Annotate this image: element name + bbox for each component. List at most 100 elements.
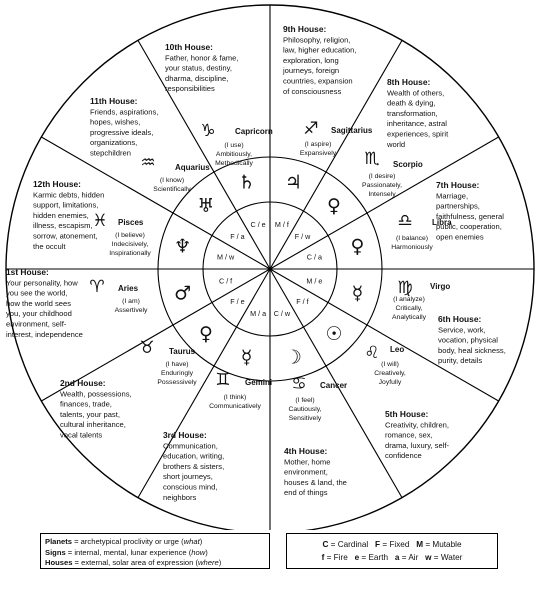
planet-sagittarius-icon: ♃ <box>285 172 302 194</box>
capricorn-glyph-icon: ♑ <box>200 121 215 141</box>
legend-key: w <box>425 553 432 562</box>
sign-quality: Harmoniously <box>391 244 433 251</box>
mode-element-taurus: F / e <box>230 297 244 306</box>
house-7: 7th House:Marriage,partnerships,faithful… <box>436 180 504 242</box>
sign-quality: Intensely <box>368 191 396 198</box>
legend-text: = internal, mental, lunar experience ( <box>65 547 192 557</box>
legend-em: where <box>198 558 219 567</box>
house-description-line: environment, self- <box>6 320 67 329</box>
mode-element-gemini: M / a <box>250 309 266 318</box>
house-11: 11th House:Friends, aspirations,hopes, w… <box>90 96 158 158</box>
sign-cancer: ♋Cancer(I feel)Cautiously,Sensitively <box>288 374 347 422</box>
sign-quality: Indecisively, <box>112 241 149 248</box>
house-description-line: finances, trade, <box>60 400 112 409</box>
house-description-line: death & dying, <box>387 99 436 108</box>
libra-glyph-icon: ♎ <box>397 211 412 231</box>
legend-value: = Fixed <box>380 540 410 549</box>
house-divider-line <box>269 136 499 270</box>
house-description-line: the occult <box>33 242 66 251</box>
house-divider-line <box>269 268 499 402</box>
sign-quality: Enduringly <box>161 370 194 377</box>
legend-row-planets: Planets = archetypical proclivity or urg… <box>45 537 265 548</box>
house-title: 12th House: <box>33 179 81 189</box>
wheel-structure <box>5 4 535 530</box>
mode-element-cancer: C / w <box>274 309 291 318</box>
house-description-line: organizations, <box>90 138 137 147</box>
sign-motto: (I am) <box>122 298 140 305</box>
house-description-line: purity, details <box>438 356 482 365</box>
legend-term: Houses <box>45 558 73 567</box>
sign-quality: Possessively <box>157 379 197 386</box>
house-description-line: Philosophy, religion, <box>283 35 350 44</box>
sign-name: Gemini <box>245 378 272 387</box>
sign-name: Sagittarius <box>331 126 373 135</box>
sign-name: Scorpio <box>393 160 423 169</box>
house-description-line: experiences, spirit <box>387 130 449 139</box>
mode-element-capricorn: C / e <box>251 220 266 229</box>
house-description-line: Communication, <box>163 441 218 450</box>
house-description-line: transformation, <box>387 109 438 118</box>
planet-leo-icon: ☉ <box>325 323 342 345</box>
sign-capricorn: ♑Capricorn(I use)Ambitiously,Methodicall… <box>200 121 273 167</box>
house-description-line: sorrow, atonement, <box>33 232 98 241</box>
legend-value: = Fire <box>324 553 348 562</box>
sagittarius-glyph-icon: ♐ <box>303 119 318 139</box>
sign-libra: ♎Libra(I balance)Harmoniously <box>391 211 452 251</box>
house-title: 4th House: <box>284 446 327 456</box>
legend-key: M <box>416 540 424 549</box>
house-description-line: hopes, wishes, <box>90 118 140 127</box>
house-divider-line <box>41 136 271 270</box>
house-description-line: hidden enemies, <box>33 211 89 220</box>
legend-row-modes: C = Cardinal F = Fixed M = Mutable <box>293 538 491 551</box>
house-title: 7th House: <box>436 180 479 190</box>
sign-name: Cancer <box>320 381 347 390</box>
house-divider-line <box>137 40 271 270</box>
planet-taurus-icon: ♀ <box>199 323 213 345</box>
legend-term: Signs <box>45 547 66 557</box>
house-8: 8th House:Wealth of others,death & dying… <box>386 77 449 149</box>
planet-aries-icon: ♂ <box>174 282 191 304</box>
sign-quality: Communicatively <box>209 403 261 410</box>
sign-motto: (I feel) <box>295 397 314 404</box>
legend-value: = Air <box>399 553 419 562</box>
mode-element-leo: F / f <box>296 297 308 306</box>
house-5: 5th House:Creativity, children,romance, … <box>385 409 449 460</box>
sign-motto: (I know) <box>160 177 184 184</box>
legend-em: what <box>183 537 200 546</box>
planet-libra-icon: ♀ <box>350 236 364 258</box>
legend-planets-signs-houses: Planets = archetypical proclivity or urg… <box>40 533 270 569</box>
sign-name: Virgo <box>430 282 450 291</box>
house-description-line: short journeys, <box>163 472 213 481</box>
house-description-line: world <box>386 140 405 149</box>
house-divider-line <box>269 40 403 270</box>
sign-name: Capricorn <box>235 127 273 136</box>
house-description-line: support, limitations, <box>33 201 98 210</box>
house-description-line: journeys, foreign <box>282 66 339 75</box>
legend-end: ) <box>199 537 203 546</box>
virgo-glyph-icon: ♍ <box>397 278 412 298</box>
planet-gemini-icon: ☿ <box>241 346 253 368</box>
house-description-line: faithfulness, general <box>436 212 504 221</box>
legend-value: = Mutable <box>423 540 462 549</box>
mode-element-sagittarius: M / f <box>275 220 289 229</box>
planet-virgo-icon: ☿ <box>352 282 364 304</box>
house-description-line: of consciousness <box>283 87 341 96</box>
scorpio-glyph-icon: ♏ <box>364 149 379 169</box>
mode-element-virgo: M / e <box>306 277 322 286</box>
house-description-line: Your personality, how <box>6 278 78 287</box>
house-description-line: talents, your past, <box>60 410 120 419</box>
house-description-line: exploration, long <box>283 56 339 65</box>
mode-element-aquarius: F / a <box>230 232 244 241</box>
house-divider-line <box>137 268 271 498</box>
house-description-line: Father, honor & fame, <box>165 53 238 62</box>
house-description-line: houses & land, the <box>284 478 347 487</box>
house-description-line: you see the world, <box>6 289 68 298</box>
sign-quality: Methodically <box>215 160 253 167</box>
sign-name: Aries <box>118 284 139 293</box>
sign-motto: (I balance) <box>396 235 428 242</box>
sign-motto: (I aspire) <box>305 141 332 148</box>
cancer-glyph-icon: ♋ <box>291 374 306 394</box>
house-description-line: body, heal sickness, <box>438 346 506 355</box>
house-title: 8th House: <box>387 77 430 87</box>
